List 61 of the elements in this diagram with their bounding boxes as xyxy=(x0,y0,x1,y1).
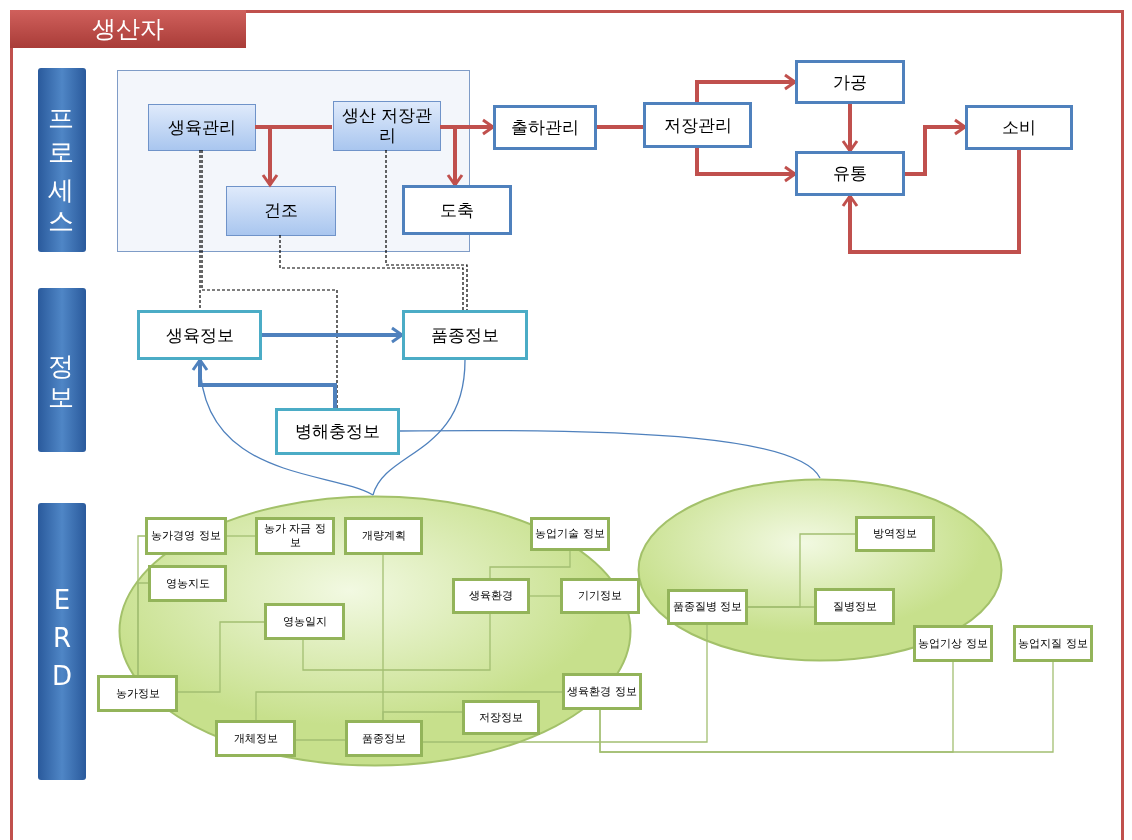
arrow xyxy=(695,73,797,102)
info-box: 생육정보 xyxy=(137,310,262,360)
connector-line xyxy=(399,429,821,479)
entity-box: 개체정보 xyxy=(215,720,296,757)
connector-line xyxy=(177,621,265,693)
title-tab: 생산자 xyxy=(10,10,246,48)
arrow xyxy=(695,148,797,183)
entity-box: 질병정보 xyxy=(814,588,895,625)
arrow xyxy=(841,150,1021,254)
entity-box: 농업기술 정보 xyxy=(530,517,610,551)
info-box: 품종정보 xyxy=(402,310,528,360)
arrow xyxy=(841,104,859,153)
process-box: 출하관리 xyxy=(493,105,597,150)
connector-line xyxy=(747,533,856,608)
entity-box: 농가 자금 정보 xyxy=(255,517,335,555)
process-box: 가공 xyxy=(795,60,905,104)
process-box: 저장관리 xyxy=(643,102,752,148)
connector-line xyxy=(489,550,571,579)
arrow xyxy=(905,118,967,176)
connector-line xyxy=(599,661,1054,753)
entity-box: 생육환경 정보 xyxy=(562,673,642,710)
entity-box: 농가경영 정보 xyxy=(145,517,227,555)
process-box: 건조 xyxy=(226,186,336,236)
arrow xyxy=(191,358,337,408)
arrow xyxy=(440,125,464,187)
connector-line xyxy=(255,691,563,721)
connector-line xyxy=(302,613,491,671)
arrow xyxy=(255,125,279,187)
connector-line xyxy=(372,359,466,496)
process-box: 생육관리 xyxy=(148,104,256,151)
process-box: 소비 xyxy=(965,105,1073,150)
connector-line xyxy=(597,125,643,129)
arrow xyxy=(262,326,404,344)
process-box: 도축 xyxy=(402,185,512,235)
entity-box: 농가정보 xyxy=(97,675,178,712)
entity-box: 영농지도 xyxy=(148,565,227,602)
section-band: 프로세스 xyxy=(38,68,86,252)
section-band: ERD xyxy=(38,503,86,780)
entity-box: 영농일지 xyxy=(264,603,345,640)
connector-line xyxy=(422,624,708,743)
info-box: 병해충정보 xyxy=(275,408,400,455)
entity-box: 농업지질 정보 xyxy=(1013,625,1093,662)
entity-box: 기기정보 xyxy=(560,578,640,614)
entity-box: 방역정보 xyxy=(855,516,935,552)
entity-box: 개량계획 xyxy=(344,517,423,555)
connector-line xyxy=(382,711,463,721)
connector-line xyxy=(137,582,149,676)
section-band: 정보 xyxy=(38,288,86,452)
entity-box: 품종질병 정보 xyxy=(667,589,748,625)
entity-box: 품종정보 xyxy=(345,720,423,757)
connector-line xyxy=(201,149,338,409)
connector-line xyxy=(199,149,201,311)
process-box: 유통 xyxy=(795,151,905,196)
connector-line xyxy=(226,535,256,537)
entity-box: 저장정보 xyxy=(462,700,540,735)
entity-box: 생육환경 xyxy=(452,578,530,614)
process-box: 생산 저장관리 xyxy=(333,101,441,151)
entity-ellipse xyxy=(637,478,1003,662)
connector-line xyxy=(279,234,464,311)
entity-box: 농업기상 정보 xyxy=(913,625,993,662)
connector-line xyxy=(529,595,561,597)
